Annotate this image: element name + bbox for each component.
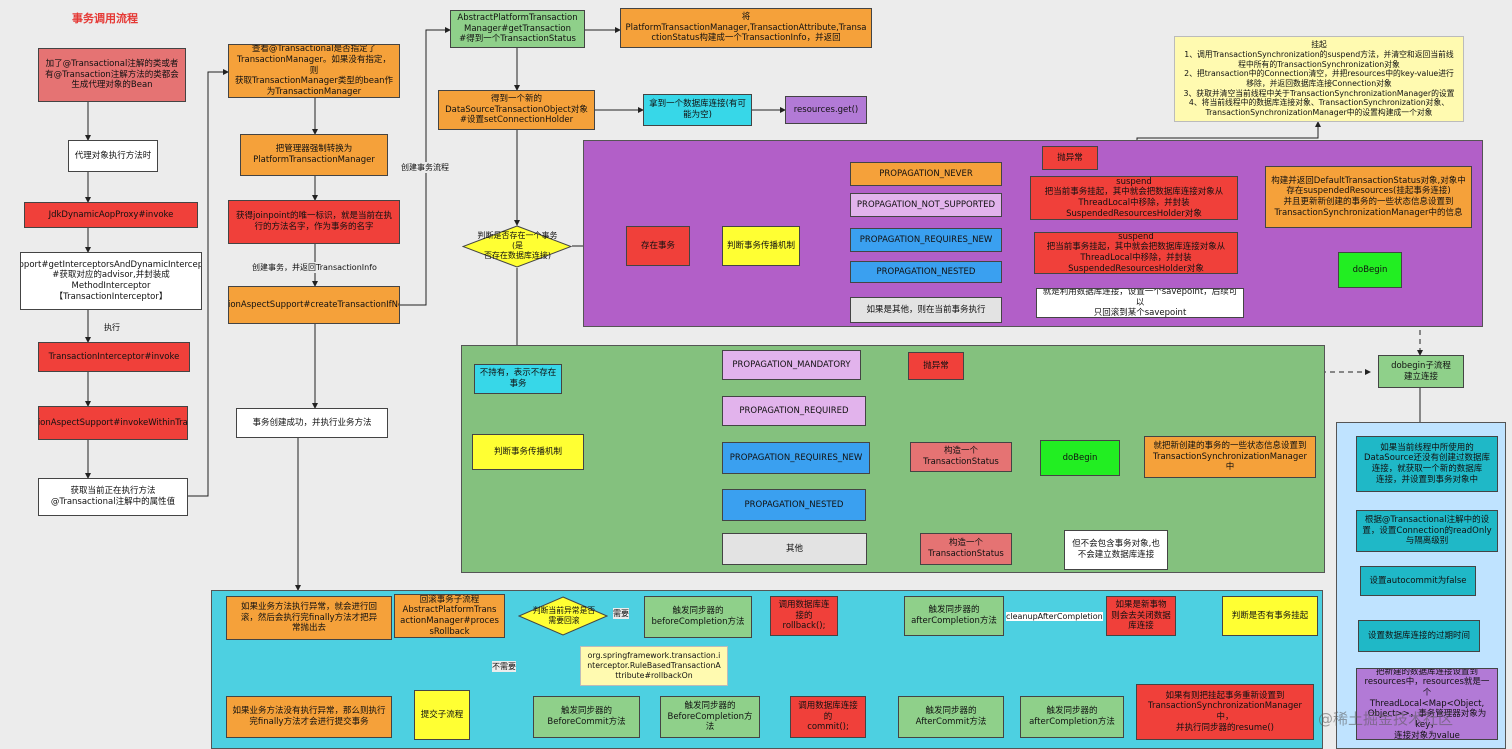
need-label: 需要 <box>613 608 629 619</box>
proxy-bean-node: 加了@Transactional注解的类或者 有@Transaction注解方法… <box>38 48 186 102</box>
exists-check-text: 判断是否存在一个事务(是 否存在数据库连接) <box>477 231 558 260</box>
jdk-proxy-invoke-node: JdkDynamicAopProxy#invoke <box>24 202 198 228</box>
exists-other-node: 如果是其他，则在当前事务执行 <box>850 297 1002 323</box>
check-suspended-node: 判断是否有事务挂起 <box>1222 596 1318 636</box>
no-connection-node: 但不会包含事务对象,也 不会建立数据库连接 <box>1064 530 1168 570</box>
none-mandatory-node: PROPAGATION_MANDATORY <box>722 350 861 380</box>
after-commit-node: 触发同步器的 AfterCommit方法 <box>898 696 1004 738</box>
cast-manager-node: 把管理器强制转换为 PlatformTransactionManager <box>240 134 388 176</box>
suspend-note: 挂起 1、调用TransactionSynchronization的suspen… <box>1174 36 1464 122</box>
joinpoint-name-node: 获得joinpoint的唯一标识，就是当前在执 行的方法名字，作为事务的名字 <box>228 200 400 244</box>
advised-support-node: AdvisedSupport#getInterceptorsAndDynamic… <box>20 252 202 310</box>
tx-created-node: 事务创建成功，并执行业务方法 <box>236 408 388 438</box>
none-build-status-2-node: 构造一个 TransactionStatus <box>920 533 1012 565</box>
before-commit-node: 触发同步器的 BeforeCommit方法 <box>533 696 640 738</box>
dobegin-timeout-node: 设置数据库连接的过期时间 <box>1358 620 1480 652</box>
none-nested-node: PROPAGATION_NESTED <box>722 489 866 521</box>
noneed-label: 不需要 <box>492 661 516 672</box>
exists-throw-node: 抛异常 <box>1042 146 1098 170</box>
build-default-status-node: 构建并返回DefaultTransactionStatus对象,对象中 存在su… <box>1265 166 1472 228</box>
none-propagation-check-node: 判断事务传播机制 <box>472 434 584 470</box>
need-rollback-diamond <box>518 596 608 636</box>
new-transaction-object-node: 得到一个新的 DataSourceTransactionObject对象 #设置… <box>438 90 595 130</box>
rollback-before-completion-node: 触发同步器的 beforeCompletion方法 <box>644 596 752 638</box>
check-transaction-manager-node: 查看@Transactional是否指定了 TransactionManager… <box>228 44 400 98</box>
resources-get-node: resources.get() <box>785 96 867 124</box>
connection-commit-node: 调用数据库连接的 commit(); <box>790 696 866 738</box>
build-transaction-info-node: 将 PlatformTransactionManager,Transaction… <box>620 8 872 48</box>
none-dobegin-node: doBegin <box>1040 440 1120 476</box>
none-requires-new-node: PROPAGATION_REQUIRES_NEW <box>722 442 870 474</box>
close-connection-node: 如果是新事物 则会去关闭数据库连接 <box>1106 596 1176 636</box>
get-connection-node: 拿到一个数据库连接(有可 能为空) <box>643 94 752 126</box>
resume-suspended-node: 如果有则把挂起事务重新设置到 TransactionSynchronizatio… <box>1136 684 1314 740</box>
suspend-requires-new-node: suspend 把当前事务挂起，其中就会把数据库连接对象从 ThreadLoca… <box>1034 232 1238 274</box>
commit-subflow-node: 提交子流程 <box>414 690 470 740</box>
none-build-status-node: 构造一个 TransactionStatus <box>910 442 1012 472</box>
exec-label: 执行 <box>104 322 120 333</box>
none-other-node: 其他 <box>722 533 867 565</box>
no-transaction-node: 不持有，表示不存在 事务 <box>474 364 562 394</box>
dobegin-resources-node: 把新建的数据库连接设置到 resources中，resources就是一个 Th… <box>1356 668 1498 740</box>
invoke-within-transaction-node: TransactionAspectSupport#invokeWithinTra… <box>38 406 188 440</box>
savepoint-node: 就是利用数据库连接，设置一个savepoint，后续可以 只回滚到某个savep… <box>1036 288 1244 318</box>
connection-rollback-node: 调用数据库连接的 rollback(); <box>770 596 838 636</box>
commit-no-exception-node: 如果业务方法没有执行异常，那么则执行 完finally方法才会进行提交事务 <box>226 696 392 738</box>
rollback-on-note: org.springframework.transaction.i nterce… <box>580 646 728 686</box>
exists-check-diamond <box>462 225 572 268</box>
commit-after-completion-node: 触发同步器的 afterCompletion方法 <box>1020 696 1124 738</box>
before-completion-node: 触发同步器的 BeforeCompletion方法 <box>660 696 760 738</box>
get-annotation-attr-node: 获取当前正在执行方法 @Transactional注解中的属性值 <box>38 478 188 516</box>
dobegin-get-connection-node: 如果当前线程中所使用的 DataSource还没有创建过数据库 连接，就获取一个… <box>1356 436 1498 492</box>
dobegin-autocommit-node: 设置autocommit为false <box>1360 566 1476 596</box>
create-if-necessary-node: TransactionAspectSupport#createTransacti… <box>228 286 400 324</box>
create-return-label: 创建事务，并返回TransactionInfo <box>252 262 377 273</box>
exists-nested-node: PROPAGATION_NESTED <box>850 261 1002 283</box>
exists-propagation-check-node: 判断事务传播机制 <box>722 226 800 266</box>
dobegin-readonly-node: 根据@Transactional注解中的设 置，设置Connection的rea… <box>1356 510 1498 552</box>
get-transaction-node: AbstractPlatformTransaction Manager#getT… <box>450 10 585 48</box>
none-throw-node: 抛异常 <box>908 352 964 380</box>
dobegin-subflow-node: dobegin子流程 建立连接 <box>1378 355 1464 388</box>
create-flow-label: 创建事务流程 <box>401 162 449 173</box>
none-required-node: PROPAGATION_REQUIRED <box>722 396 866 426</box>
need-rollback-text: 判断当前异常是否 需要回滚 <box>532 606 596 625</box>
exists-transaction-node: 存在事务 <box>626 226 690 266</box>
proxy-exec-node: 代理对象执行方法时 <box>68 140 158 172</box>
none-set-status-node: 就把新创建的事务的一些状态信息设置到 TransactionSynchroniz… <box>1144 436 1316 478</box>
process-rollback-node: 回滚事务子流程 AbstractPlatformTrans actionMana… <box>394 594 505 638</box>
suspend-not-supported-node: suspend 把当前事务挂起，其中就会把数据库连接对象从 ThreadLoca… <box>1030 176 1238 220</box>
exists-never-node: PROPAGATION_NEVER <box>850 162 1002 186</box>
rollback-after-completion-node: 触发同步器的 afterCompletion方法 <box>904 596 1004 636</box>
page-title: 事务调用流程 <box>72 12 138 25</box>
exists-not-supported-node: PROPAGATION_NOT_SUPPORTED <box>850 193 1002 217</box>
exists-requires-new-node: PROPAGATION_REQUIRES_NEW <box>850 228 1002 252</box>
watermark: @稀土掘金技术社区 <box>1318 710 1454 728</box>
rollback-on-exception-node: 如果业务方法执行异常，就会进行回 滚，然后会执行完finally方法才把异 常抛… <box>226 596 392 640</box>
cleanup-label: cleanupAfterCompletion <box>1006 612 1103 621</box>
interceptor-invoke-node: TransactionInterceptor#invoke <box>38 342 190 372</box>
exists-dobegin-node: doBegin <box>1338 252 1402 288</box>
